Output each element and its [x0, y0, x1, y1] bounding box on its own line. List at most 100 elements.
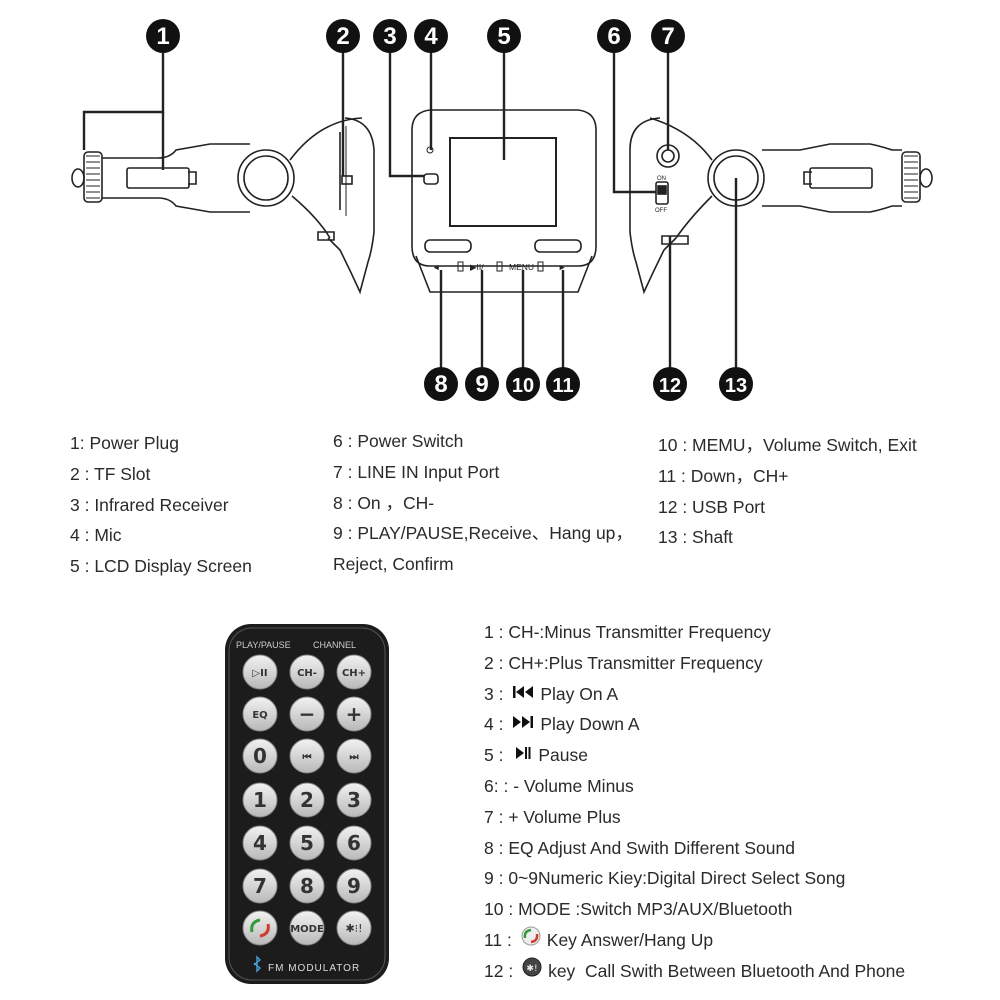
legend-col1-item: 5 : LCD Display Screen — [70, 556, 252, 577]
remote-legend-item: 1 : CH-:Minus Transmitter Frequency — [484, 617, 905, 648]
svg-text:⏭: ⏭ — [350, 752, 359, 763]
svg-text:✱⁝!: ✱⁝! — [345, 922, 362, 935]
bt-phone-icon: ✱! — [520, 956, 544, 987]
callout-11: 11 — [546, 367, 580, 401]
remote-legend-item: 5 : Pause — [484, 740, 905, 771]
remote-legend-number: 1 : — [484, 622, 509, 642]
remote-key-8[interactable]: ⏭ — [336, 738, 372, 774]
remote-playpause-header: PLAY/PAUSE — [236, 640, 291, 650]
play-button-label: ▶II/ — [470, 262, 484, 272]
remote-legend-item: 9 : 0~9Numeric Kiey:Digital Direct Selec… — [484, 863, 905, 894]
remote-body — [225, 624, 389, 984]
callout-6: 6 — [597, 19, 631, 53]
remote-key-15[interactable]: 7 — [242, 868, 278, 904]
leader-lines — [82, 50, 738, 370]
remote-key-1[interactable]: CH- — [289, 654, 325, 690]
remote-key-5[interactable]: + — [336, 696, 372, 732]
svg-text:MODE: MODE — [290, 924, 324, 935]
svg-text:▷II: ▷II — [252, 668, 267, 679]
svg-text:6: 6 — [347, 831, 361, 855]
legend-col2-item: 8 : On ，CH- — [333, 492, 435, 513]
remote-legend-number: 3 : — [484, 683, 509, 704]
svg-text:5: 5 — [300, 831, 314, 855]
legend-col1-item: 2 : TF Slot — [70, 463, 151, 484]
legend-column-3: 10 : MEMU，Volume Switch, Exit 11 : Down，C… — [658, 430, 917, 553]
remote-key-11[interactable]: 3 — [336, 782, 372, 818]
callout-7: 7 — [651, 19, 685, 53]
callout-8: 8 — [424, 367, 458, 401]
remote-key-7[interactable]: ⏮ — [289, 738, 325, 774]
remote-key-2[interactable]: CH+ — [336, 654, 372, 690]
remote-key-phone[interactable] — [242, 910, 278, 946]
svg-text:5: 5 — [497, 23, 510, 50]
remote-legend-item: 4 : Play Down A — [484, 709, 905, 740]
phone-icon — [519, 925, 543, 956]
switch-on-label: ON — [657, 176, 666, 182]
remote-key-19[interactable]: MODE — [289, 910, 325, 946]
remote-legend-number: 12 : — [484, 960, 519, 981]
callout-1: 1 — [146, 19, 180, 53]
switch-off-label: OFF — [655, 208, 667, 214]
remote-legend-number: 10 : — [484, 899, 519, 920]
remote-key-12[interactable]: 4 — [242, 825, 278, 861]
svg-text:✱!: ✱! — [526, 964, 537, 974]
svg-text:⏮: ⏮ — [303, 752, 312, 763]
remote-legend-number: 7 : — [484, 806, 509, 827]
svg-text:3: 3 — [347, 788, 361, 812]
remote-legend-item: 12 : ✱!key Call Swith Between Bluetooth … — [484, 956, 905, 987]
remote-legend-number: 2 : — [484, 652, 509, 673]
remote-legend-item: 11 : Key Answer/Hang Up — [484, 925, 905, 956]
next-button-label: ► — [558, 262, 566, 272]
remote-key-14[interactable]: 6 — [336, 825, 372, 861]
remote-key-4[interactable]: − — [289, 696, 325, 732]
svg-text:0: 0 — [253, 744, 267, 768]
remote-channel-header: CHANNEL — [313, 640, 356, 650]
remote-legend-text: Play Down A — [540, 714, 640, 735]
callout-12: 12 — [653, 367, 687, 401]
legend-col3-item: 13 : Shaft — [658, 527, 733, 548]
remote-key-17[interactable]: 9 — [336, 868, 372, 904]
legend-col1-item: 1: Power Plug — [70, 433, 179, 453]
prev-button-label: ◄ — [432, 262, 440, 272]
remote-legend-text: 0~9Numeric Kiey:Digital Direct Select So… — [508, 868, 846, 889]
next-track-icon — [510, 709, 536, 740]
svg-text:8: 8 — [434, 371, 447, 398]
remote-legend-number: 4 : — [484, 714, 509, 735]
remote-key-9[interactable]: 1 — [242, 782, 278, 818]
svg-text:4: 4 — [424, 23, 438, 50]
remote-legend-number: 5 : — [484, 745, 509, 766]
callout-2: 2 — [326, 19, 360, 53]
legend-col3-item: 10 : MEMU，Volume Switch, Exit — [658, 435, 917, 455]
remote-key-6[interactable]: 0 — [242, 738, 278, 774]
callout-10: 10 — [506, 367, 540, 401]
remote-key-bt-phone[interactable]: ✱⁝! — [336, 910, 372, 946]
menu-button-label: MENU — [509, 262, 534, 272]
remote-legend-number: 11 : — [484, 929, 517, 950]
remote-footer-label: FM MODULATOR — [268, 963, 360, 974]
svg-text:1: 1 — [156, 23, 169, 50]
svg-text:−: − — [299, 702, 316, 726]
remote-legend-text: MODE :Switch MP3/AUX/Bluetooth — [518, 899, 793, 920]
remote-key-0[interactable]: ▷II — [242, 654, 278, 690]
svg-text:8: 8 — [300, 874, 314, 898]
remote-key-13[interactable]: 5 — [289, 825, 325, 861]
legend-col2-item: Reject, Confirm — [333, 554, 454, 575]
legend-col1-item: 4 : Mic — [70, 525, 122, 546]
remote-legend-number: 9 : — [484, 868, 509, 889]
remote-key-16[interactable]: 8 — [289, 868, 325, 904]
prev-track-icon — [510, 679, 536, 710]
svg-text:7: 7 — [661, 23, 674, 50]
legend-col3-item: 11 : Down，CH+ — [658, 465, 789, 486]
svg-text:6: 6 — [607, 23, 620, 50]
callout-5: 5 — [487, 19, 521, 53]
remote-legend-item: 7 : + Volume Plus — [484, 802, 905, 833]
svg-text:CH+: CH+ — [342, 668, 366, 679]
remote-legend-item: 2 : CH+:Plus Transmitter Frequency — [484, 648, 905, 679]
remote-key-3[interactable]: EQ — [242, 696, 278, 732]
remote-key-10[interactable]: 2 — [289, 782, 325, 818]
